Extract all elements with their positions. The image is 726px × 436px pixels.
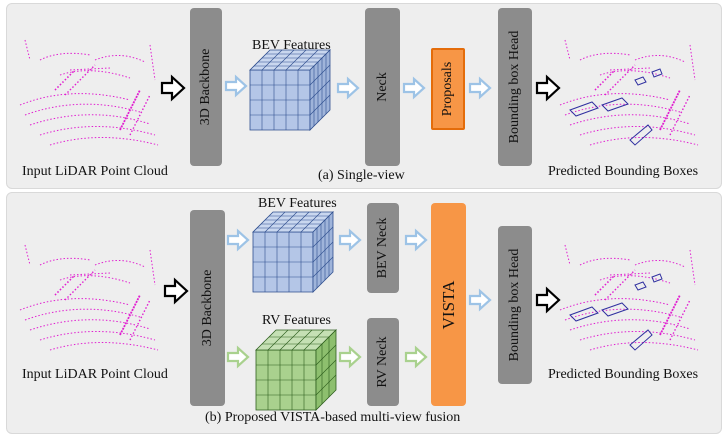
arrow-a3 — [336, 77, 360, 99]
bev-neck-box-b: BEV Neck — [367, 203, 399, 293]
output-point-cloud-a — [560, 40, 698, 145]
backbone-box-b: 3D Backbone — [190, 210, 225, 406]
input-label-b: Input LiDAR Point Cloud — [22, 367, 168, 382]
input-point-cloud-a — [19, 39, 159, 146]
head-label-a: Bounding box Head — [507, 30, 522, 144]
arrow-a6 — [535, 75, 561, 101]
single-view-panel — [6, 3, 722, 189]
caption-b: (b) Proposed VISTA-based multi-view fusi… — [205, 410, 461, 425]
arrow-b5 — [338, 346, 362, 368]
backbone-label-a: 3D Backbone — [198, 48, 213, 126]
arrow-b7 — [404, 346, 428, 368]
arrow-b9 — [535, 287, 561, 313]
rv-features-label-b: RV Features — [262, 313, 332, 328]
neck-label-a: Neck — [374, 72, 390, 102]
head-box-b: Bounding box Head — [498, 226, 532, 384]
vista-label-b: VISTA — [438, 280, 458, 329]
bev-neck-label-b: BEV Neck — [375, 217, 390, 279]
output-point-cloud-b — [560, 245, 698, 350]
arrow-b4 — [338, 229, 362, 251]
arrow-b2 — [226, 229, 250, 251]
proposals-label-a: Proposals — [440, 61, 455, 117]
caption-a: (a) Single-view — [318, 168, 405, 183]
arrow-a2 — [224, 75, 248, 97]
arrow-b1 — [163, 278, 189, 304]
vista-box-b: VISTA — [431, 203, 466, 406]
bev-features-label-a: BEV Features — [252, 38, 331, 53]
bev-features-label-b: BEV Features — [258, 196, 337, 211]
arrow-a4 — [402, 77, 426, 99]
arrow-b6 — [404, 229, 428, 251]
input-label-a: Input LiDAR Point Cloud — [22, 164, 168, 179]
backbone-label-b: 3D Backbone — [199, 269, 215, 347]
rv-cube-b — [255, 329, 337, 411]
head-box-a: Bounding box Head — [498, 8, 532, 166]
head-label-b: Bounding box Head — [507, 248, 522, 362]
rv-neck-label-b: RV Neck — [375, 336, 390, 388]
input-point-cloud-b — [19, 244, 159, 351]
bev-cube-a — [249, 49, 331, 131]
arrow-b3 — [226, 346, 250, 368]
output-label-b: Predicted Bounding Boxes — [548, 367, 699, 382]
neck-box-a: Neck — [365, 8, 400, 166]
proposals-box-a: Proposals — [431, 48, 465, 130]
arrow-a5 — [468, 77, 492, 99]
arrow-a1 — [160, 75, 186, 101]
rv-neck-box-b: RV Neck — [367, 318, 399, 406]
bev-cube-b — [252, 211, 334, 293]
backbone-box-a: 3D Backbone — [190, 8, 222, 166]
arrow-b8 — [468, 289, 492, 311]
output-label-a: Predicted Bounding Boxes — [548, 164, 699, 179]
